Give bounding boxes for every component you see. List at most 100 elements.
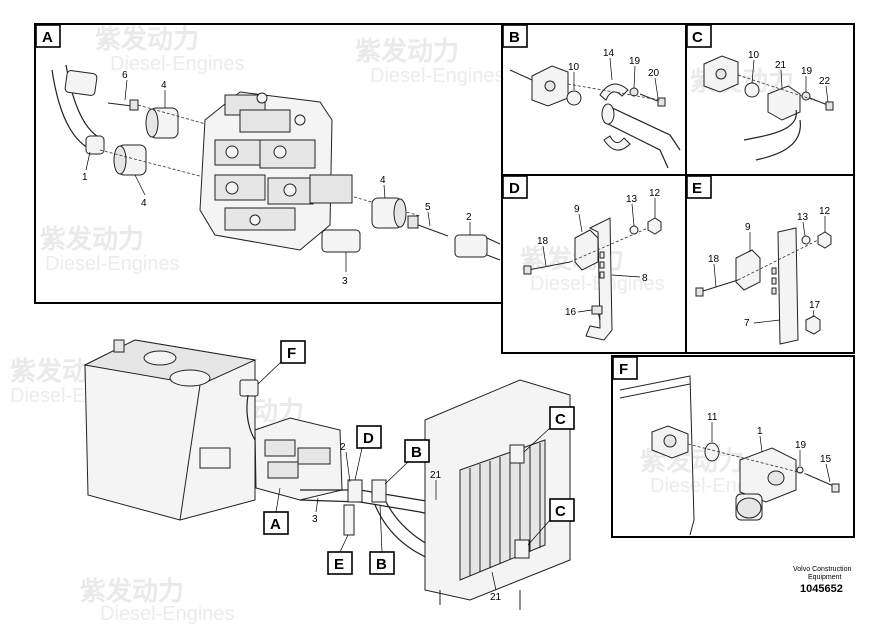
leader-line: [577, 309, 593, 313]
callout-21: 21: [775, 60, 787, 71]
hose: [605, 104, 681, 151]
hose-2-end: [454, 234, 488, 258]
leader-line: [491, 571, 497, 591]
callout-3: 3: [342, 276, 348, 287]
callout-19: 19: [629, 56, 641, 67]
panel-d-tag-box: [502, 175, 528, 199]
doc-number: 1045652: [800, 583, 843, 595]
clamp-9: [735, 249, 761, 291]
overview-tag-label: B: [411, 444, 422, 461]
panel-e: E 9 13 12 18 7 17: [685, 174, 855, 354]
hose-3-end: [321, 229, 361, 253]
tank-edge: [179, 384, 201, 521]
watermark-brand: 紫发动力: [95, 24, 199, 54]
overview-tag-label: D: [363, 430, 374, 447]
leader-line: [527, 519, 551, 546]
valve-section: [214, 174, 266, 201]
watermark-sub: Diesel-Engines: [370, 65, 505, 87]
callout-20: 20: [648, 68, 660, 79]
watermark-sub: Diesel-Engines: [100, 603, 235, 625]
washer-19: [629, 87, 639, 97]
leader-line: [825, 85, 829, 103]
valve-section: [297, 447, 331, 465]
valve-section: [267, 461, 299, 479]
valve-port-cap: [256, 92, 268, 104]
overview-tag-box: [549, 406, 575, 430]
overview-tag-label: E: [334, 556, 344, 573]
leader-line: [812, 309, 815, 317]
callout-7: 7: [744, 318, 750, 329]
hose-fitting: [601, 103, 615, 125]
footer: Volvo Construction Equipment 1045652: [793, 566, 851, 595]
leader-line: [578, 213, 583, 233]
port-hole: [544, 80, 556, 92]
callout-13: 13: [797, 212, 809, 223]
sleeve-4-left-end: [113, 145, 127, 175]
panel-d-tag: D: [509, 180, 520, 197]
overview-tag-c-lower: C: [527, 498, 575, 546]
fitting-end: [736, 497, 762, 519]
screw-17: [805, 315, 821, 335]
leader-line: [124, 79, 128, 101]
watermark-brand: 紫发动力: [40, 224, 144, 254]
panel-f-tag: F: [619, 361, 628, 378]
callout-11: 11: [707, 412, 718, 423]
overview-tag-label: F: [287, 345, 296, 362]
callout-9: 9: [745, 222, 751, 233]
overview-tag-a: A: [263, 487, 289, 535]
panel-f-tag-box: [612, 356, 638, 380]
leader-line: [384, 461, 409, 485]
maker-line-1: Volvo Construction: [793, 566, 851, 573]
leader-line: [345, 451, 351, 483]
valve-port: [309, 174, 353, 204]
valve-section: [259, 139, 316, 169]
leader-line: [825, 463, 831, 483]
hose-2: [486, 254, 501, 261]
panel-b-tag: B: [509, 29, 520, 46]
callout-15: 15: [820, 454, 832, 465]
callout-4: 4: [380, 175, 386, 186]
panel-e-tag-box: [686, 175, 712, 199]
nut-12: [817, 231, 832, 249]
leader-line: [427, 211, 431, 227]
panel-c-tag: C: [692, 29, 703, 46]
pipe-stub: [509, 69, 533, 81]
bracket-8: [585, 217, 613, 341]
screw-20: [639, 93, 661, 103]
leader-line: [802, 221, 806, 237]
watermark-sub: Diesel-Engines: [45, 253, 180, 275]
valve-port-cap: [283, 183, 297, 197]
leader-line: [751, 59, 755, 84]
overview-tag-b: B: [384, 439, 430, 485]
tank-breather: [113, 339, 125, 353]
split-flange-14-upper: [599, 83, 629, 101]
o-ring-11: [704, 442, 720, 462]
panel-e-frame: [685, 174, 855, 354]
slot: [599, 251, 605, 259]
clamp: [371, 479, 387, 503]
leader-line: [633, 65, 636, 89]
callout-1: 1: [757, 426, 763, 437]
callout-9: 9: [574, 204, 580, 215]
leader-line: [257, 361, 282, 385]
panel-e-tag: E: [692, 180, 702, 197]
hose: [755, 119, 801, 161]
slot: [599, 271, 605, 279]
panel-a-tag: A: [42, 29, 53, 46]
callout-2: 2: [466, 212, 472, 223]
split-flange-14-lower: [603, 135, 631, 151]
callout-19: 19: [801, 66, 813, 77]
callout-10: 10: [748, 50, 760, 61]
watermark-sub: Diesel-Engines: [530, 273, 665, 295]
port-hole: [715, 68, 727, 80]
callout-8: 8: [642, 273, 648, 284]
o-ring-10: [566, 90, 582, 106]
cooler-port: [509, 444, 525, 464]
overview-tag-box: [549, 498, 575, 522]
overview-tag-e: E: [327, 534, 353, 575]
valve-section: [264, 439, 296, 457]
cooler-port: [514, 539, 530, 559]
callout-5: 5: [425, 202, 431, 213]
leader-line: [315, 497, 319, 513]
tank-cover: [169, 369, 211, 387]
